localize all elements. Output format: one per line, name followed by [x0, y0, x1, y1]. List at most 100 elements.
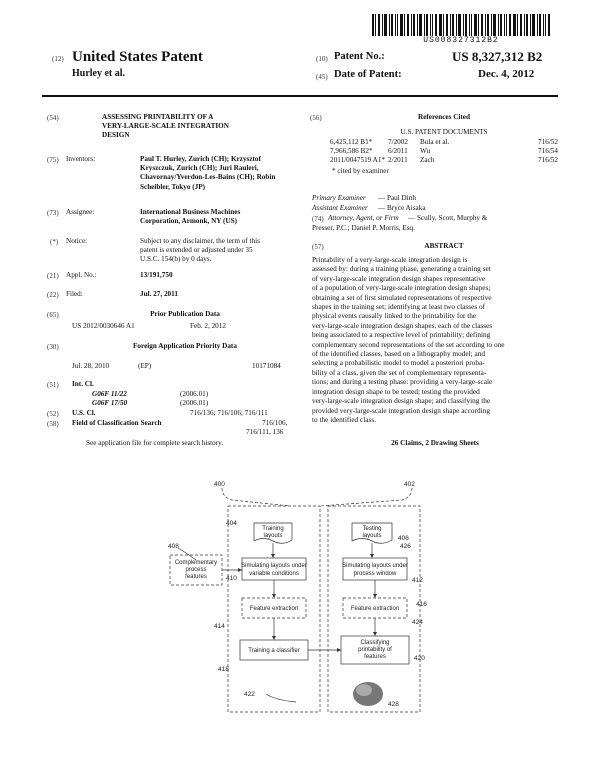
ref-class: 716/54 [538, 147, 558, 155]
refs-code: (56) [310, 114, 322, 122]
ref-numeral: 412 [412, 577, 423, 584]
field-code: (58) [47, 420, 59, 428]
filed-label: Filed: [66, 290, 83, 298]
assignee-line: Corporation, Armonk, NY (US) [140, 217, 237, 226]
assistant-examiner-name: — Bryce Aisaka [378, 204, 426, 212]
diagram-group-bracket [221, 487, 291, 507]
ref-class: 716/52 [538, 156, 558, 164]
ref-number: 6,425,112 B1* [330, 138, 373, 146]
prior-date: Feb. 2, 2012 [190, 322, 226, 330]
intcl-version: (2006.01) [180, 399, 209, 407]
arrow-head [238, 568, 242, 572]
primary-examiner-label: Primary Examiner [312, 194, 366, 202]
arrow-head [272, 636, 276, 640]
inventor-line: Paul T. Hurley, Zurich (CH); Krzysztof [140, 155, 261, 163]
ref-numeral: 408 [168, 543, 179, 550]
claims-summary: 26 Claims, 2 Drawing Sheets [391, 439, 479, 447]
ref-number: 2011/0047519 A1* [330, 156, 386, 164]
simulating-window-box [342, 557, 408, 581]
ref-numeral: 400 [214, 481, 225, 488]
feature-extraction-left-box [241, 597, 307, 619]
title-line: DESIGN [102, 131, 130, 140]
notice-label: Notice: [66, 237, 88, 245]
abstract-line: physical events causally linked to the p… [312, 311, 477, 321]
inventors-list: Paul T. Hurley, Zurich (CH); Krzysztof K… [140, 155, 300, 192]
foreign-code: (30) [47, 343, 59, 351]
code-patent-no: (10) [316, 55, 328, 63]
ref-numeral: 404 [226, 520, 237, 527]
patent-date: Dec. 4, 2012 [478, 68, 535, 80]
ref-numeral: 418 [218, 666, 229, 673]
assignee-label: Assignee: [66, 208, 95, 216]
sim-right-label: Simulating layouts under [342, 563, 408, 569]
intcl-code: (51) [47, 381, 59, 389]
patent-no-label: Patent No.: [334, 51, 385, 62]
abstract-line: Printability of a very-large-scale integ… [312, 255, 468, 264]
training-classifier-box [239, 639, 309, 661]
barcode-number: US008327312B2 [423, 36, 499, 45]
intcl-class: G06F 11/22 [92, 390, 127, 398]
cited-note: * cited by examiner [332, 167, 389, 175]
ref-class: 716/52 [538, 138, 558, 146]
training-layouts-label: Training [262, 526, 283, 532]
appl-code: (21) [47, 272, 59, 280]
abstract-line: complementary second representations of … [312, 339, 505, 349]
ref-name: Zach [420, 156, 435, 164]
testing-phase-region [327, 505, 421, 713]
classifying-label: printability of [358, 647, 392, 653]
feature-extraction-left-label: Feature extraction [250, 606, 298, 612]
complementary-features-box [169, 554, 223, 586]
diagram-group-bracket [319, 487, 413, 507]
ref-numeral: 406 [398, 535, 409, 542]
ref-numeral: 402 [404, 481, 415, 488]
abstract-heading: ABSTRACT [424, 242, 464, 250]
abstract-line: bility of a class, given the set of comp… [312, 367, 487, 377]
arrow-head [370, 554, 374, 558]
sim-left-label: Simulating layouts under [241, 563, 307, 569]
code-date: (45) [316, 73, 328, 81]
title-line: VERY-LARGE-SCALE INTEGRATION [102, 122, 229, 131]
field-label: Field of Classification Search [72, 419, 162, 427]
notice-line: U.S.C. 154(b) by 0 days. [140, 255, 212, 264]
classifying-label: Classifying [360, 640, 389, 646]
arrow-head [272, 594, 276, 598]
abstract-line: integration design shape to be tested; t… [312, 386, 480, 396]
search-history-note: See application file for complete search… [86, 439, 224, 447]
training-classifier-label: Training a classifier [248, 648, 299, 654]
invention-title: ASSESSING PRINTABILITY OF A VERY-LARGE-S… [102, 113, 292, 141]
code-country: (12) [52, 55, 64, 63]
foreign-date: Jul. 28, 2010 [72, 362, 110, 370]
foreign-number: 10171084 [252, 362, 281, 370]
abstract-text: Printability of a very-large-scale integ… [312, 255, 558, 424]
prior-pub: US 2012/0030646 A1 [72, 322, 135, 330]
ref-numeral: 422 [244, 691, 255, 698]
ref-numeral: 410 [226, 575, 237, 582]
us-docs-heading: U.S. PATENT DOCUMENTS [400, 128, 488, 136]
abstract-line: very-large-scale integration design shap… [312, 396, 491, 406]
testing-layouts-label: Testing [362, 526, 381, 532]
abstract-line: of the identified classes, based on a li… [312, 349, 486, 359]
appl-label: Appl. No.: [66, 271, 97, 279]
inventor-short: Hurley et al. [72, 68, 126, 79]
assignee-line: International Business Machines [140, 208, 241, 216]
country-title: United States Patent [72, 49, 203, 65]
patent-number: US 8,327,312 B2 [452, 49, 543, 64]
reference-row: 6,425,112 B1* 7/2002 Bula et al. 716/52 [330, 138, 560, 147]
prior-heading: Prior Publication Data [150, 310, 220, 318]
prior-code: (65) [47, 311, 59, 319]
abstract-code: (57) [312, 243, 324, 251]
notice-line: patent is extended or adjusted under 35 [140, 246, 253, 255]
ref-date: 6/2011 [388, 147, 408, 155]
reference-row: 2011/0047519 A1* 2/2011 Zach 716/52 [330, 156, 560, 165]
inventors-label: Inventors: [66, 155, 96, 163]
attorney-text-2: Presser, P.C.; Daniel P. Morris, Esq. [312, 224, 415, 232]
filed-date: Jul. 27, 2011 [140, 290, 178, 298]
ref-numeral: 420 [414, 655, 425, 662]
training-phase-region [227, 505, 321, 713]
notice-line: Subject to any disclaimer, the term of t… [140, 237, 260, 245]
attorney-text-1: — Scully, Scott, Murphy & [408, 214, 488, 222]
inventors-code: (75) [47, 156, 59, 164]
ref-numeral: 414 [214, 623, 225, 630]
complementary-label: features [185, 574, 207, 580]
ref-name: Wu [420, 147, 431, 155]
